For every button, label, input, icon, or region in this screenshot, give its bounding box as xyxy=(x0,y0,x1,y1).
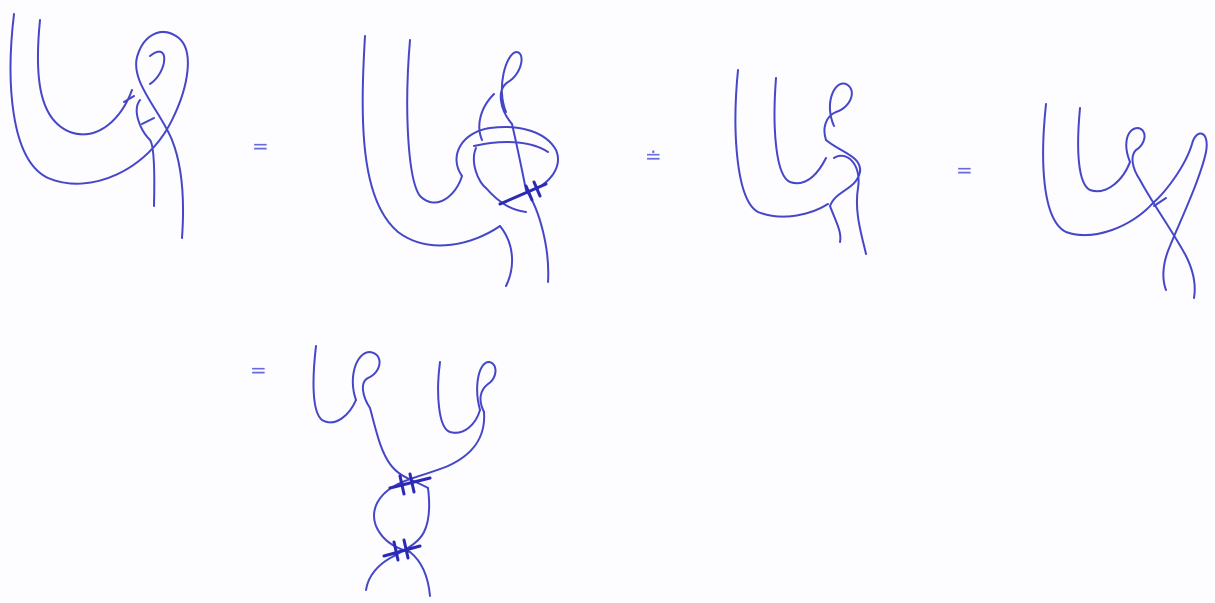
diagram-3-top-loop xyxy=(824,84,851,140)
diagram-3-lower-loop xyxy=(834,156,866,254)
dotted-equals-sign: ≐ xyxy=(645,146,662,166)
diagram-3-inner-u-strand xyxy=(775,78,826,183)
diagram-5-left-u-strand xyxy=(314,346,356,422)
diagram-1-under-strand-2 xyxy=(137,100,155,206)
diagram-5-twist-2-right xyxy=(366,556,394,590)
diagram-5-crossing-tick-2b xyxy=(404,540,408,558)
diagram-2-band xyxy=(457,127,558,188)
diagram-5-heavy-marks xyxy=(384,474,430,560)
diagram-5 xyxy=(314,346,496,596)
equals-sign-3: = xyxy=(956,160,973,180)
diagram-5-twist-1-right xyxy=(394,488,429,556)
diagram-3-crossing-strand xyxy=(826,140,860,206)
diagram-4-small-loop xyxy=(1126,128,1144,180)
diagram-5-crossing-tick-1 xyxy=(400,476,404,494)
diagram-2-inner-u-strand xyxy=(407,40,462,203)
diagram-1 xyxy=(11,14,188,238)
diagram-2-under-strand-left xyxy=(479,94,494,140)
diagram-5-right-small-loop xyxy=(477,362,495,412)
diagram-2-under-strand-left-2 xyxy=(474,148,486,188)
diagram-5-crossing-bar-2 xyxy=(384,546,420,556)
diagram-2-lower-strand-2 xyxy=(526,190,548,282)
diagram-4-inner-u-strand xyxy=(1078,108,1130,191)
diagram-5-right-u-strand xyxy=(438,362,480,433)
diagram-4 xyxy=(1043,104,1207,298)
diagram-2-heavy-marks xyxy=(500,182,546,204)
equals-sign-4: = xyxy=(250,360,267,380)
diagram-1-over-strand xyxy=(136,54,183,238)
diagram-1-inner-u-strand xyxy=(38,20,132,134)
diagram-1-outer-u-strand xyxy=(11,14,188,184)
diagram-5-crossing-tick-2 xyxy=(394,542,398,560)
diagram-3-outer-u-strand xyxy=(735,70,828,217)
diagram-2-outer-u-strand xyxy=(363,36,500,245)
diagram-3 xyxy=(735,70,866,254)
diagram-2 xyxy=(363,36,558,286)
diagram-5-crossing-tick-1b xyxy=(410,474,414,492)
diagram-4-diagonal-strand xyxy=(1140,180,1195,298)
diagram-2-lower-strand-1 xyxy=(500,226,512,286)
diagram-2-band-inner xyxy=(474,142,548,152)
diagram-3-lower-strand xyxy=(830,206,840,242)
equals-sign-1: = xyxy=(252,136,269,156)
diagram-2-top-loop xyxy=(501,52,522,124)
diagram-2-lower-strand-4 xyxy=(512,124,526,190)
diagram-5-twist-2-left xyxy=(410,552,430,596)
diagram-1-crossing-mark-2 xyxy=(142,118,154,124)
diagram-1-under-strand xyxy=(150,52,164,84)
diagram-4-outer-u-strand xyxy=(1043,104,1152,235)
diagram-5-left-small-loop xyxy=(353,352,380,408)
